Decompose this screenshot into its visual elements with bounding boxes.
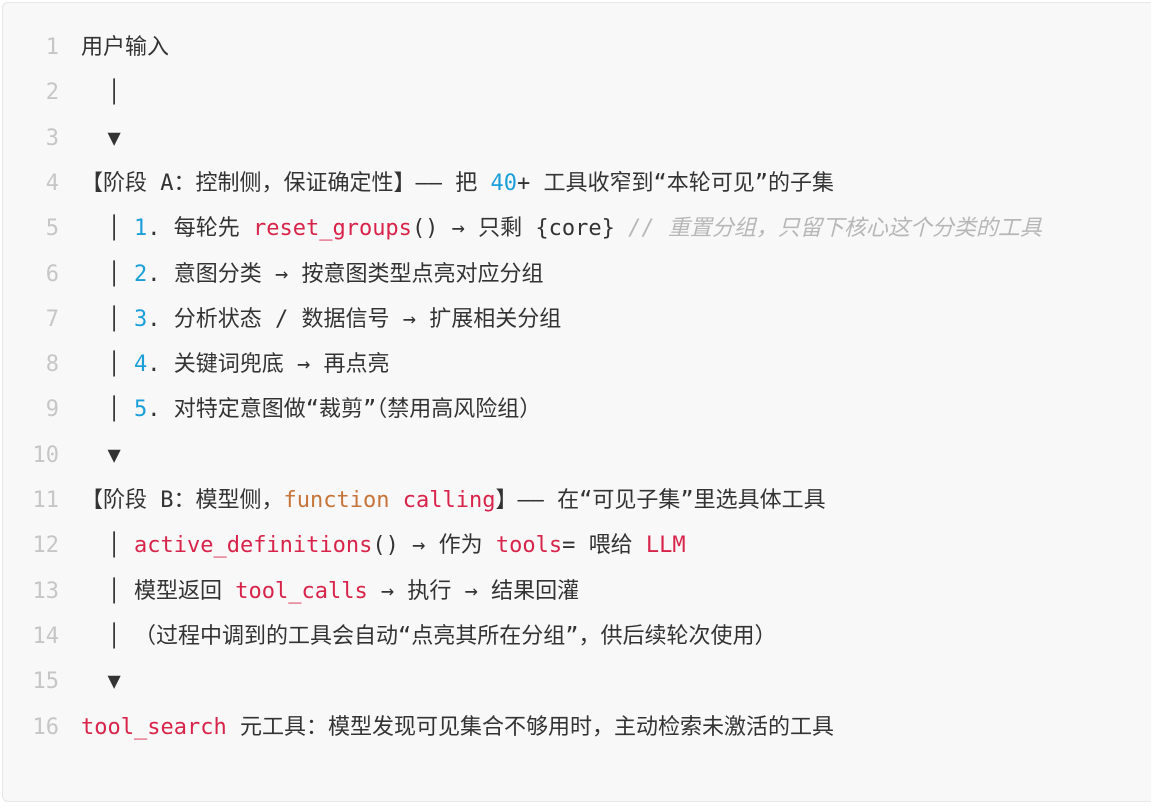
code-token: + 工具收窄到“本轮可见”的子集: [516, 170, 834, 196]
code-token: │: [81, 261, 134, 287]
code-token: │ 模型返回: [81, 578, 236, 604]
code-line: 5 │ 1. 每轮先 reset_groups() → 只剩 {core} //…: [3, 206, 1151, 251]
line-number: 3: [45, 125, 59, 151]
line-number: 11: [32, 488, 60, 513]
code-token: │: [81, 352, 134, 378]
code-token: tool_calls: [235, 578, 368, 604]
code-line: 8 │ 4. 关键词兜底 → 再点亮: [3, 342, 1151, 387]
line-number: 6: [45, 261, 59, 287]
code-line: 7 │ 3. 分析状态 / 数据信号 → 扩展相关分组: [3, 297, 1151, 342]
code-line: 10 ▼: [3, 433, 1151, 478]
line-number: 1: [45, 35, 59, 60]
code-token: tool_search: [81, 714, 227, 740]
line-number: 4: [45, 170, 59, 196]
line-number: 15: [32, 669, 60, 695]
code-line: 4 【阶段 A：控制侧，保证确定性】—— 把 40+ 工具收窄到“本轮可见”的子集: [3, 161, 1151, 206]
code-line: 15 ▼: [3, 659, 1151, 704]
line-number: 7: [45, 306, 59, 332]
code-token: . 关键词兜底 → 再点亮: [147, 352, 390, 378]
line-number: 14: [32, 623, 60, 649]
code-token: 【阶段 B：模型侧，: [81, 488, 284, 513]
code-token: │: [81, 216, 134, 242]
code-token: function: [283, 488, 390, 513]
code-token: active_definitions: [133, 533, 373, 559]
code-line: 6 │ 2. 意图分类 → 按意图类型点亮对应分组: [3, 252, 1151, 297]
code-token: ▼: [81, 669, 121, 695]
code-line: 3 ▼: [3, 116, 1151, 161]
code-token: 1: [133, 216, 148, 242]
code-line: 13 │ 模型返回 tool_calls → 执行 → 结果回灌: [3, 569, 1151, 614]
code-token: 【阶段 A：控制侧，保证确定性】—— 把: [81, 170, 491, 196]
code-token: 】—— 在“可见子集”里选具体工具: [495, 488, 826, 513]
code-line: 2 │: [3, 70, 1151, 115]
code-token: │: [81, 306, 134, 332]
code-token: . 分析状态 / 数据信号 → 扩展相关分组: [147, 306, 562, 332]
code-token: 用户输入: [81, 35, 170, 60]
code-token: 元工具：模型发现可见集合不够用时，主动检索未激活的工具: [226, 714, 834, 740]
code-line: 11 【阶段 B：模型侧，function calling】—— 在“可见子集”里…: [3, 478, 1151, 523]
code-token: = 喂给: [562, 533, 646, 559]
code-token: 3: [133, 306, 148, 332]
code-token: 5: [133, 397, 148, 423]
code-token: → 执行 → 结果回灌: [367, 578, 580, 604]
code-token: 2: [133, 261, 148, 287]
line-number: 5: [45, 216, 59, 242]
line-number: 13: [32, 578, 60, 604]
code-token: () → 只剩 {core}: [411, 216, 629, 242]
code-token: │: [81, 80, 121, 106]
line-number: 8: [45, 352, 59, 378]
code-token: . 对特定意图做“裁剪”（禁用高风险组）: [147, 397, 542, 423]
line-number: 16: [32, 714, 60, 740]
code-token: ▼: [81, 442, 121, 468]
line-number: 2: [45, 80, 59, 106]
code-token: │: [81, 533, 134, 559]
line-number: 12: [32, 533, 60, 559]
code-token: . 意图分类 → 按意图类型点亮对应分组: [147, 261, 544, 287]
line-number: 10: [32, 442, 60, 468]
code-token: () → 作为: [372, 533, 496, 559]
code-token: ▼: [81, 125, 121, 151]
code-token: 40: [490, 170, 517, 196]
line-number: 9: [45, 397, 59, 423]
code-token: // 重置分组，只留下核心这个分类的工具: [628, 216, 1042, 242]
code-token: 4: [133, 352, 148, 378]
code-token: │: [81, 397, 134, 423]
code-line: 9 │ 5. 对特定意图做“裁剪”（禁用高风险组）: [3, 387, 1151, 432]
code-token: LLM: [645, 533, 686, 559]
code-line: 12 │ active_definitions() → 作为 tools= 喂给…: [3, 523, 1151, 568]
code-token: │ （过程中调到的工具会自动“点亮其所在分组”，供后续轮次使用）: [81, 623, 777, 649]
code-token: calling: [402, 488, 496, 513]
code-token: [389, 488, 402, 513]
code-token: tools: [495, 533, 563, 559]
code-token: . 每轮先: [147, 216, 253, 242]
code-line: 14 │ （过程中调到的工具会自动“点亮其所在分组”，供后续轮次使用）: [3, 614, 1151, 659]
code-token: reset_groups: [252, 216, 412, 242]
code-line: 16 tool_search 元工具：模型发现可见集合不够用时，主动检索未激活的工…: [3, 705, 1151, 750]
code-line: 1 用户输入: [3, 25, 1151, 70]
